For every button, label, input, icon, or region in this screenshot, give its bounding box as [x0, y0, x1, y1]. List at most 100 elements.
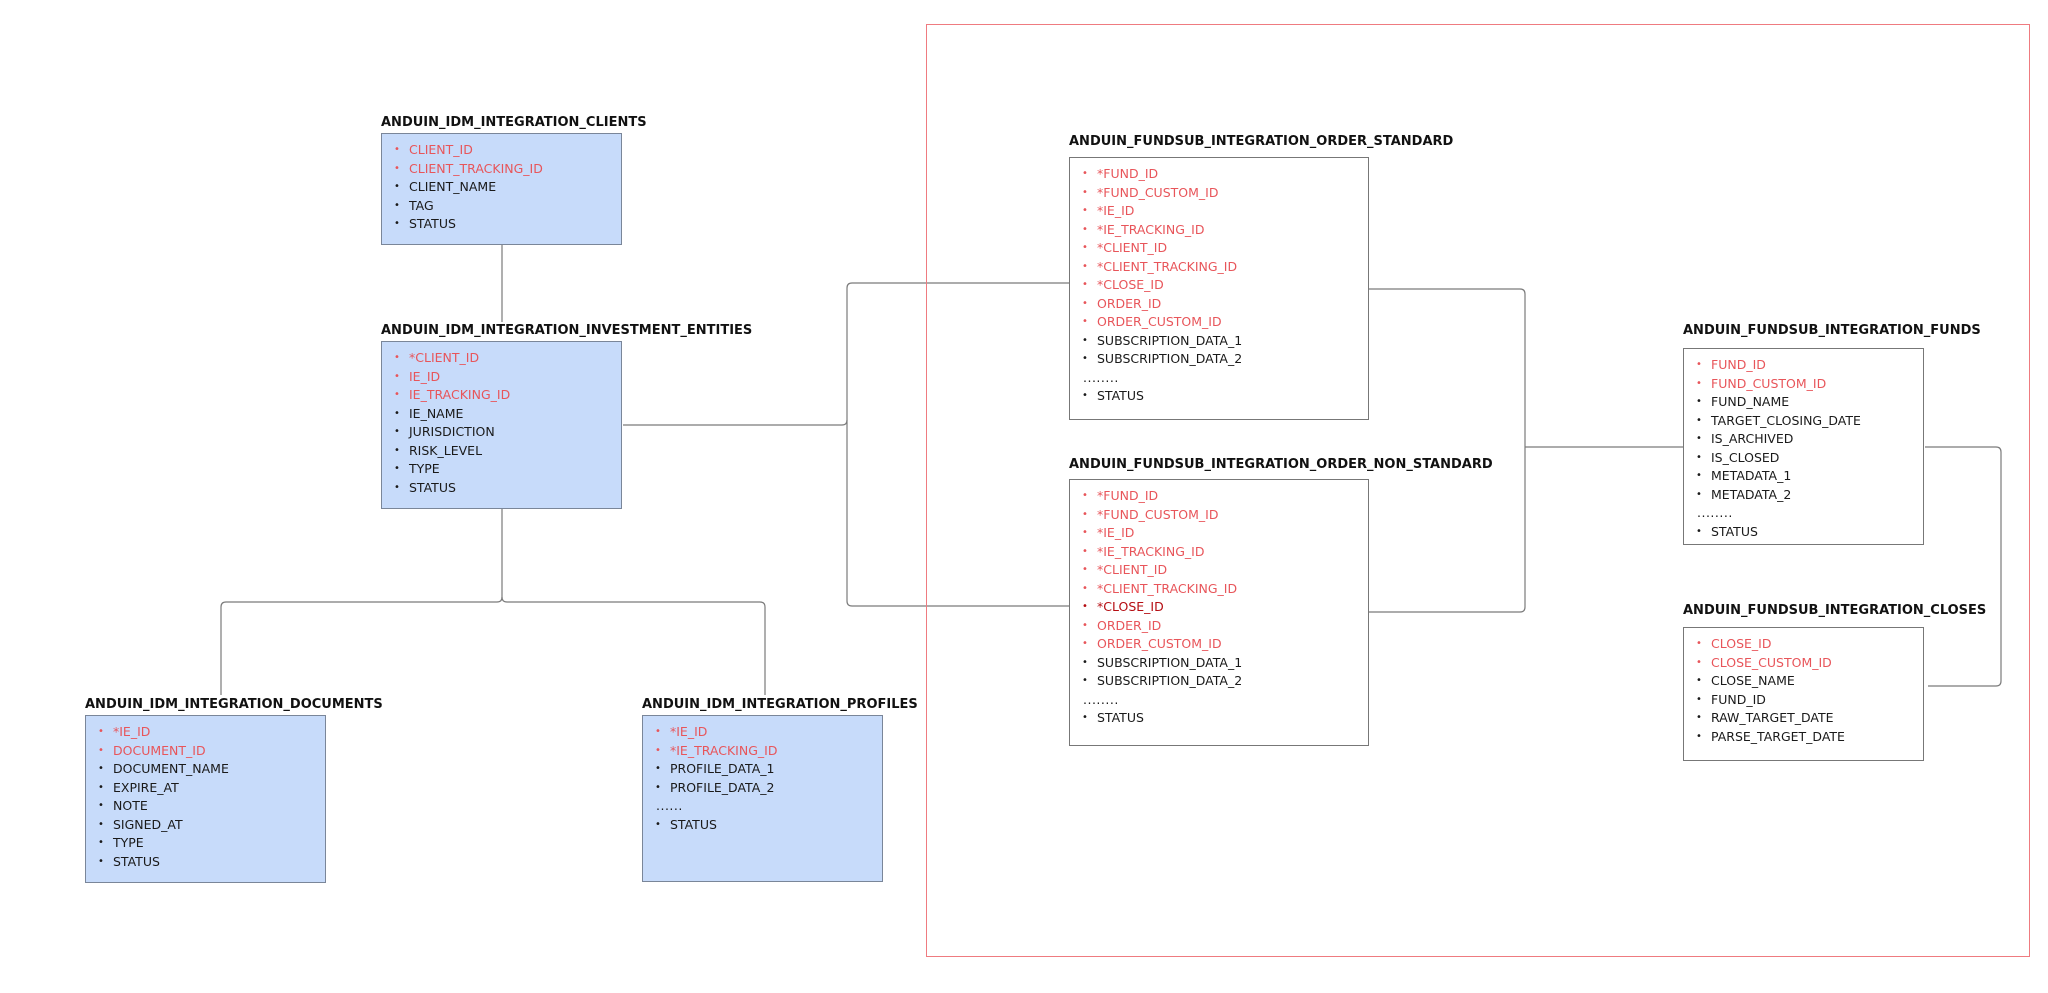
- entity-box-documents: •*IE_ID•DOCUMENT_ID•DOCUMENT_NAME•EXPIRE…: [85, 715, 326, 883]
- field-label: FUND_CUSTOM_ID: [1711, 375, 1827, 391]
- field-item: ........: [1694, 504, 1923, 523]
- bullet-icon: •: [394, 181, 400, 192]
- field-label: ORDER_CUSTOM_ID: [1097, 314, 1222, 329]
- field-item: •CLOSE_NAME: [1694, 672, 1923, 691]
- bullet-icon: •: [394, 162, 400, 174]
- field-item: •*IE_ID: [1080, 524, 1368, 543]
- field-label: TYPE: [409, 461, 440, 476]
- field-label: ........: [1083, 691, 1119, 707]
- field-label: ........: [1697, 505, 1733, 520]
- bullet-icon: •: [1082, 545, 1088, 557]
- field-label: CLIENT_ID: [409, 142, 473, 157]
- field-label: RAW_TARGET_DATE: [1711, 710, 1834, 725]
- bullet-icon: •: [1082, 353, 1088, 364]
- bullet-icon: •: [1696, 693, 1702, 705]
- field-label: *IE_TRACKING_ID: [1097, 543, 1205, 559]
- bullet-icon: •: [1082, 205, 1088, 216]
- field-label: SUBSCRIPTION_DATA_2: [1097, 351, 1243, 366]
- field-label: *IE_TRACKING_ID: [1097, 221, 1205, 237]
- bullet-icon: •: [1082, 508, 1088, 520]
- field-list: •*IE_ID•DOCUMENT_ID•DOCUMENT_NAME•EXPIRE…: [86, 716, 325, 871]
- field-item: •*CLIENT_ID: [1080, 561, 1368, 580]
- bullet-icon: •: [655, 726, 661, 737]
- entity-box-order-non-standard: •*FUND_ID•*FUND_CUSTOM_ID•*IE_ID•*IE_TRA…: [1069, 479, 1369, 746]
- field-item: •FUND_CUSTOM_ID: [1694, 375, 1923, 394]
- field-label: IE_ID: [409, 368, 441, 384]
- bullet-icon: •: [1082, 582, 1088, 594]
- field-item: •JURISDICTION: [392, 423, 621, 442]
- bullet-icon: •: [1082, 390, 1088, 401]
- connector-orders-funds: [1369, 288, 1526, 613]
- field-label: *IE_ID: [1097, 203, 1135, 218]
- bullet-icon: •: [1082, 223, 1088, 235]
- field-item: •*CLIENT_ID: [1080, 239, 1368, 258]
- field-item: • STATUS: [392, 479, 621, 498]
- bullet-icon: •: [1082, 601, 1088, 612]
- field-list: •*FUND_ID•*FUND_CUSTOM_ID•*IE_ID•*IE_TRA…: [1070, 158, 1368, 406]
- bullet-icon: •: [1082, 638, 1088, 649]
- field-label: ORDER_CUSTOM_ID: [1097, 636, 1222, 651]
- bullet-icon: •: [394, 426, 400, 437]
- field-label: CLOSE_NAME: [1711, 673, 1795, 688]
- field-item: •*CLIENT_TRACKING_ID: [1080, 258, 1368, 277]
- field-item: •SUBSCRIPTION_DATA_1: [1080, 332, 1368, 351]
- field-label: STATUS: [670, 816, 717, 832]
- field-item: • *IE_ID: [96, 723, 325, 742]
- bullet-icon: •: [1696, 656, 1702, 668]
- field-item: •IE_TRACKING_ID: [392, 386, 621, 405]
- field-item: •STATUS: [1080, 387, 1368, 406]
- entity-box-funds: •FUND_ID•FUND_CUSTOM_ID•FUND_NAME•TARGET…: [1683, 348, 1924, 545]
- field-label: *IE_ID: [113, 724, 151, 739]
- field-label: DOCUMENT_ID: [113, 742, 206, 758]
- entity-title-clients: ANDUIN_IDM_INTEGRATION_CLIENTS: [381, 115, 647, 130]
- field-label: *IE_ID: [1097, 525, 1135, 540]
- bullet-icon: •: [1082, 279, 1088, 290]
- field-item: • ORDER_CUSTOM_ID: [1080, 635, 1368, 654]
- bullet-icon: •: [394, 218, 400, 229]
- bullet-icon: •: [1696, 525, 1702, 537]
- field-item: •*IE_TRACKING_ID: [653, 742, 882, 761]
- field-label: SUBSCRIPTION_DATA_1: [1097, 332, 1243, 348]
- bullet-icon: •: [1082, 712, 1088, 723]
- bullet-icon: •: [1082, 186, 1088, 198]
- field-item: •IE_ID: [392, 368, 621, 387]
- field-label: TAG: [409, 197, 434, 213]
- bullet-icon: •: [98, 855, 104, 867]
- field-item: •CLIENT_ID: [392, 141, 621, 160]
- bullet-icon: •: [1082, 564, 1088, 575]
- bullet-icon: •: [1696, 488, 1702, 500]
- field-label: STATUS: [409, 479, 456, 495]
- field-item: •*CLIENT_ID: [392, 349, 621, 368]
- field-item: •STATUS: [1080, 709, 1368, 728]
- connector-funds-closes: [1925, 446, 2002, 687]
- field-item: •PROFILE_DATA_1: [653, 760, 882, 779]
- field-label: FUND_ID: [1711, 357, 1766, 372]
- bullet-icon: •: [655, 781, 661, 793]
- field-item: •SUBSCRIPTION_DATA_1: [1080, 654, 1368, 673]
- field-label: *CLIENT_ID: [409, 350, 480, 365]
- field-label: *IE_TRACKING_ID: [670, 742, 778, 758]
- field-item: ........: [1080, 369, 1368, 388]
- field-item: •STATUS: [653, 816, 882, 835]
- field-label: METADATA_1: [1711, 468, 1792, 483]
- field-item: •EXPIRE_AT: [96, 779, 325, 798]
- bullet-icon: •: [1696, 359, 1702, 370]
- bullet-icon: •: [394, 481, 400, 493]
- field-label: ORDER_ID: [1097, 617, 1162, 633]
- field-label: FUND_NAME: [1711, 394, 1790, 409]
- field-label: TYPE: [113, 835, 144, 850]
- field-label: STATUS: [113, 853, 160, 869]
- bullet-icon: •: [394, 444, 400, 456]
- entity-box-closes: •CLOSE_ID•CLOSE_CUSTOM_ID•CLOSE_NAME•FUN…: [1683, 627, 1924, 761]
- bullet-icon: •: [1082, 168, 1088, 179]
- bullet-icon: •: [98, 726, 104, 737]
- connector-investment-entities-profiles: [501, 596, 766, 695]
- bullet-icon: •: [1082, 619, 1088, 631]
- entity-title-order-non-standard: ANDUIN_FUNDSUB_INTEGRATION_ORDER_NON_STA…: [1069, 457, 1493, 472]
- entity-title-investment-entities: ANDUIN_IDM_INTEGRATION_INVESTMENT_ENTITI…: [381, 323, 753, 338]
- field-label: FUND_ID: [1711, 691, 1766, 707]
- entity-box-profiles: •*IE_ID•*IE_TRACKING_ID•PROFILE_DATA_1•P…: [642, 715, 883, 882]
- field-label: IE_TRACKING_ID: [409, 387, 511, 402]
- field-label: IE_NAME: [409, 405, 464, 421]
- field-label: *CLIENT_ID: [1097, 240, 1168, 255]
